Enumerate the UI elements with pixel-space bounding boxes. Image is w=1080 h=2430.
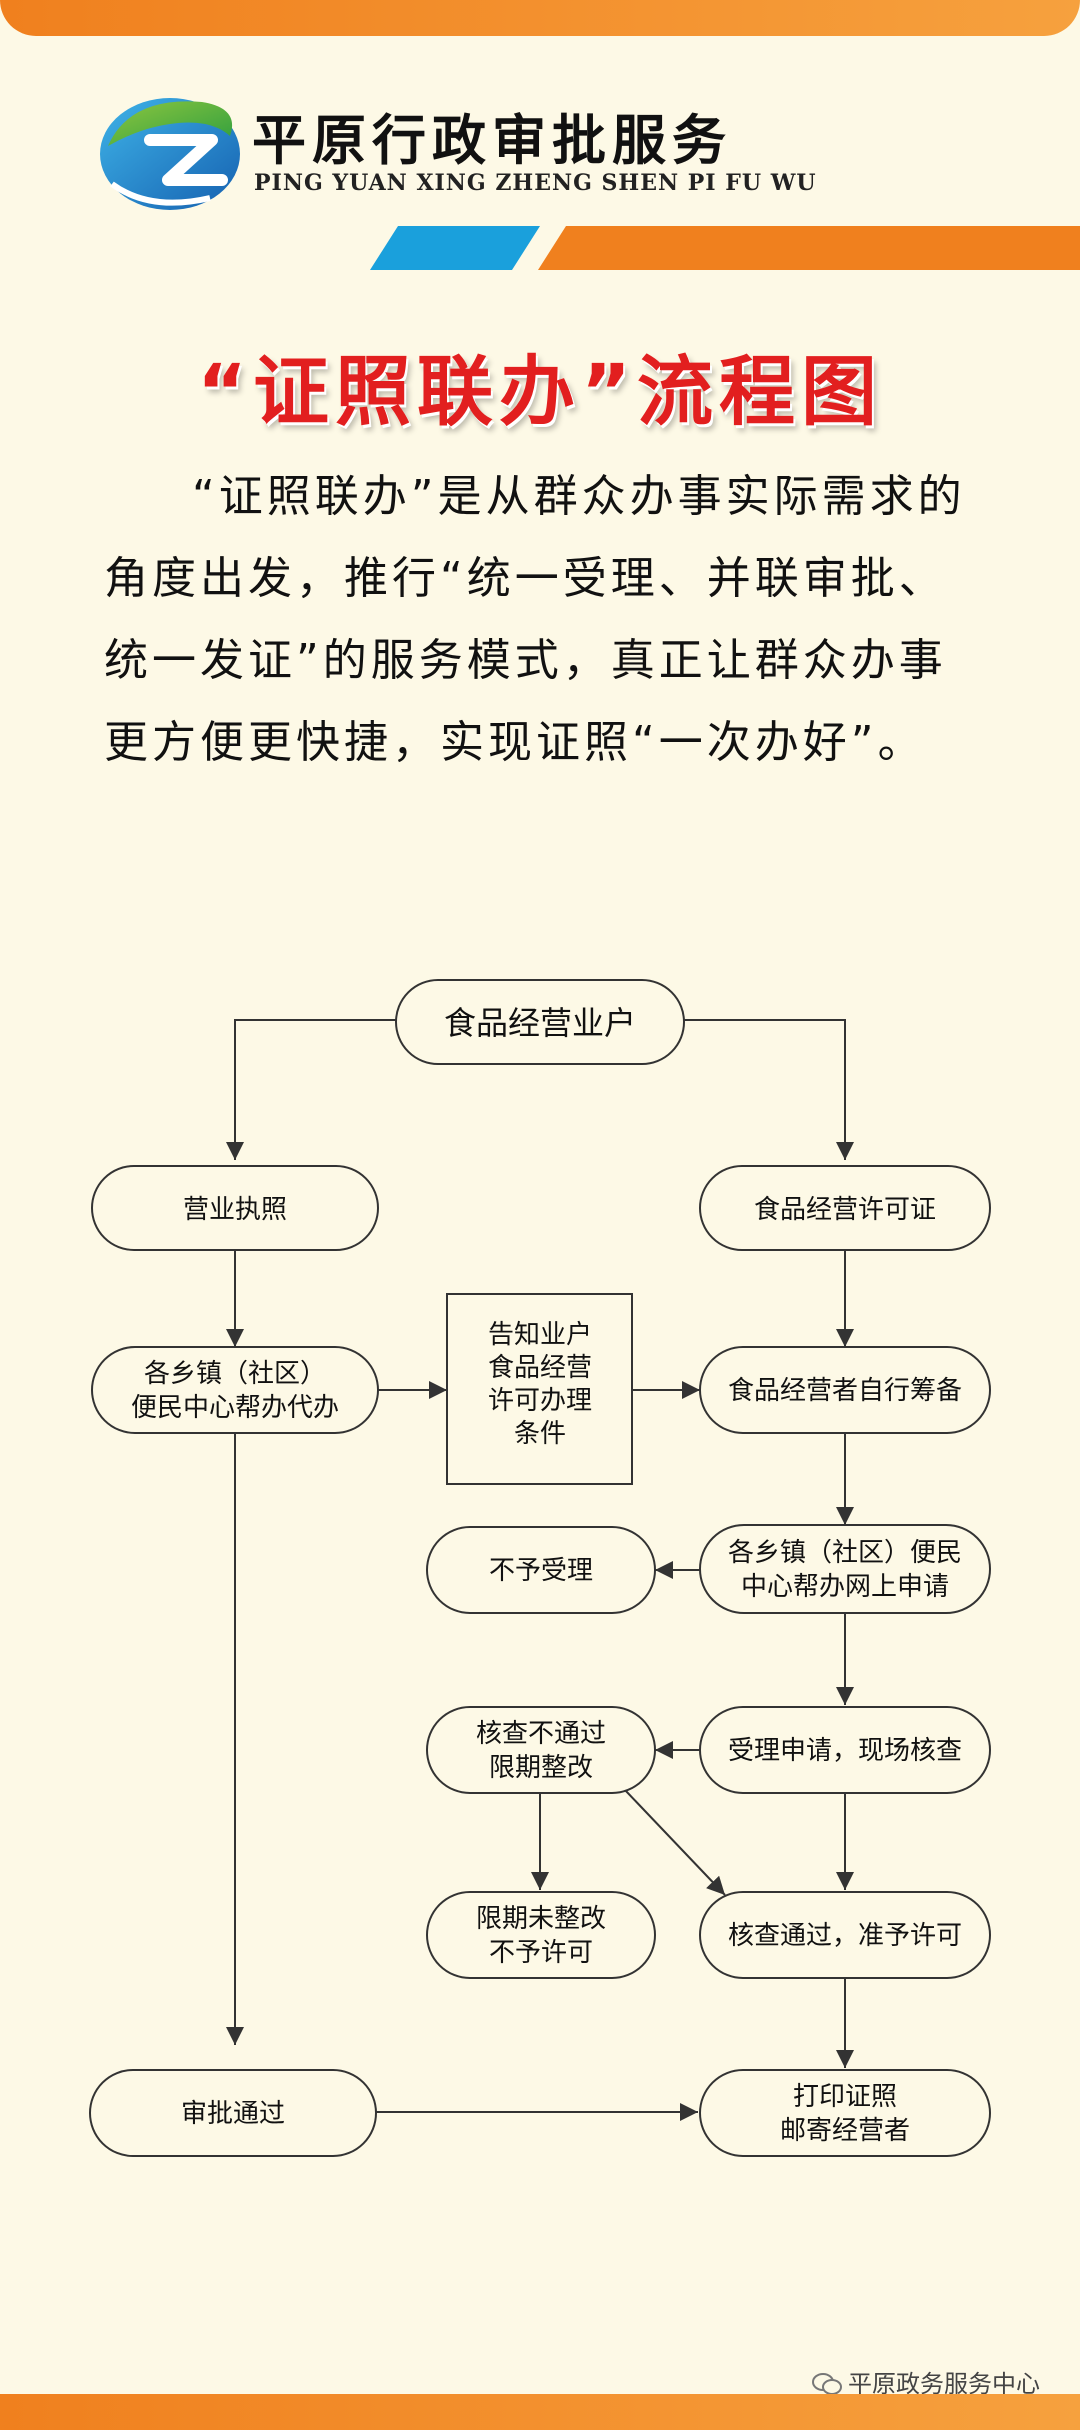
- wechat-icon: [812, 2373, 842, 2395]
- bottom-orange-bar: [0, 2394, 1080, 2430]
- decorative-stripes: [370, 226, 1080, 270]
- node-online-apply-label-2: 中心帮办网上申请: [741, 1572, 949, 1602]
- node-start: [395, 979, 685, 1065]
- node-food-permit: [699, 1165, 991, 1251]
- node-fail-label-1: 核查不通过: [476, 1719, 606, 1749]
- node-food-permit-label: 食品经营许可证: [754, 1195, 936, 1225]
- arrow-start-to-license: [226, 1019, 396, 1160]
- page-title: “证照联办”流程图: [197, 347, 883, 436]
- node-online-apply-label-1: 各乡镇（社区）便民: [728, 1538, 962, 1568]
- node-inspect: [699, 1706, 991, 1794]
- top-orange-bar: [0, 0, 1080, 36]
- footer-account: 平原政务服务中心: [848, 2370, 1040, 2398]
- node-fail-label-2: 限期整改: [489, 1753, 593, 1783]
- node-business-license: [91, 1165, 379, 1251]
- node-reject-label: 不予受理: [489, 1556, 593, 1586]
- brand-title: 平原行政审批服务: [252, 109, 732, 172]
- node-online-apply: [699, 1524, 991, 1614]
- node-notify-label-1: 告知业户: [488, 1320, 592, 1350]
- footer-watermark: 平原政务服务中心: [812, 2364, 1040, 2399]
- node-self-prepare-label: 食品经营者自行筹备: [728, 1376, 962, 1406]
- brand-subtitle: PING YUAN XING ZHENG SHEN PI FU WU: [254, 170, 817, 196]
- node-print-label-1: 打印证照: [793, 2082, 897, 2112]
- node-self-prepare: [699, 1346, 991, 1434]
- node-business-license-label: 营业执照: [183, 1195, 287, 1225]
- node-fail: [426, 1706, 656, 1794]
- flowchart: 食品经营业户 营业执照 食品经营许可证 各乡镇（社区） 便民中心帮办代办 告知业…: [89, 979, 991, 2157]
- node-town-help-label-1: 各乡镇（社区）: [144, 1359, 326, 1389]
- intro-paragraph: “证照联办”是从群众办事实际需求的角度出发，推行“统一受理、并联审批、统一发证”…: [104, 471, 966, 768]
- node-print-label-2: 邮寄经营者: [780, 2116, 910, 2146]
- node-town-help: [91, 1346, 379, 1434]
- arrow-start-to-permit: [684, 1019, 854, 1160]
- node-start-label: 食品经营业户: [444, 1004, 636, 1042]
- node-approved: [89, 2069, 377, 2157]
- node-inspect-label: 受理申请，现场核查: [728, 1736, 962, 1766]
- arrow-fail-to-pass: [624, 1789, 726, 1896]
- node-reject: [426, 1526, 656, 1614]
- node-print: [699, 2069, 991, 2157]
- node-pass-label: 核查通过，准予许可: [728, 1921, 962, 1951]
- brand-logo-icon: [100, 98, 240, 210]
- node-notify: [446, 1293, 633, 1485]
- node-no-fix-label-1: 限期未整改: [476, 1904, 606, 1934]
- node-town-help-label-2: 便民中心帮办代办: [131, 1393, 339, 1423]
- node-notify-label-3: 许可办理: [488, 1386, 592, 1416]
- node-notify-label-4: 条件: [514, 1419, 566, 1449]
- node-pass: [699, 1891, 991, 1979]
- node-no-fix: [426, 1891, 656, 1979]
- node-no-fix-label-2: 不予许可: [489, 1938, 593, 1968]
- node-notify-label-2: 食品经营: [488, 1353, 592, 1383]
- node-approved-label: 审批通过: [181, 2099, 285, 2129]
